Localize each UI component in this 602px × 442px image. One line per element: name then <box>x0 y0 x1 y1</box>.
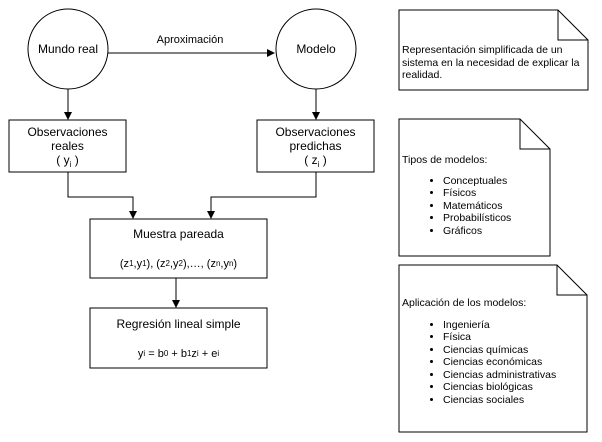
obs-to-muestra-arrow <box>67 172 137 219</box>
observaciones-reales-node <box>8 119 127 173</box>
obs-predichas-symbol: ( zi ) <box>304 153 327 169</box>
nota-aplicacion-fold <box>556 265 587 296</box>
obs-reales-line1: Observaciones <box>27 125 108 139</box>
nota-aplicacion-shape <box>398 264 588 433</box>
aplicacion-item: Ciencias biológicas <box>443 381 584 394</box>
aplicacion-item: Ciencias químicas <box>443 344 584 357</box>
aplicacion-item: Física <box>443 331 584 344</box>
nota-definicion-shape <box>398 9 589 91</box>
aplicacion-item: Ingeniería <box>443 319 584 332</box>
nota-tipos-list: Conceptuales Físicos Matemáticos Probabi… <box>402 175 547 238</box>
obs-predichas-line2: predichas <box>289 139 342 153</box>
observaciones-predichas-label: Observaciones predichas ( zi ) <box>257 121 374 171</box>
obs-predichas-line1: Observaciones <box>275 125 356 139</box>
muestra-pareada-title: Muestra pareada <box>133 227 224 241</box>
muestra-pareada-node <box>89 218 268 279</box>
tipos-item: Probabilísticos <box>443 212 547 225</box>
mundo-real-label: Mundo real <box>37 42 99 56</box>
nota-aplicacion-list: Ingeniería Física Ciencias químicas Cien… <box>402 319 584 407</box>
nota-definicion-text: Representación simplificada de un sistem… <box>402 44 580 81</box>
obs-reales-symbol: ( yi ) <box>56 153 79 169</box>
nota-definicion-fold <box>557 10 588 41</box>
pred-to-muestra-arrow <box>207 172 317 219</box>
tipos-item: Conceptuales <box>443 175 547 188</box>
modelo-label: Modelo <box>296 42 336 56</box>
aplicacion-item: Ciencias económicas <box>443 356 584 369</box>
aproximacion-label: Aproximación <box>130 32 250 48</box>
observaciones-reales-label: Observaciones reales ( yi ) <box>9 121 126 171</box>
nota-tipos-title: Tipos de modelos: <box>402 154 488 166</box>
tipos-item: Matemáticos <box>443 200 547 213</box>
nota-tipos-fold <box>519 119 550 150</box>
aplicacion-item: Ciencias sociales <box>443 394 584 407</box>
nota-aplicacion-text: Aplicación de los modelos: Ingeniería Fí… <box>402 297 584 406</box>
aplicacion-item: Ciencias administrativas <box>443 369 584 382</box>
regresion-title: Regresión lineal simple <box>116 317 241 331</box>
regresion-node <box>89 307 268 369</box>
nota-tipos-shape <box>398 118 551 257</box>
tipos-item: Físicos <box>443 187 547 200</box>
nota-aplicacion-title: Aplicación de los modelos: <box>402 297 527 309</box>
tipos-item: Gráficos <box>443 225 547 238</box>
nota-tipos-text: Tipos de modelos: Conceptuales Físicos M… <box>402 154 547 237</box>
obs-reales-line2: reales <box>51 139 84 153</box>
